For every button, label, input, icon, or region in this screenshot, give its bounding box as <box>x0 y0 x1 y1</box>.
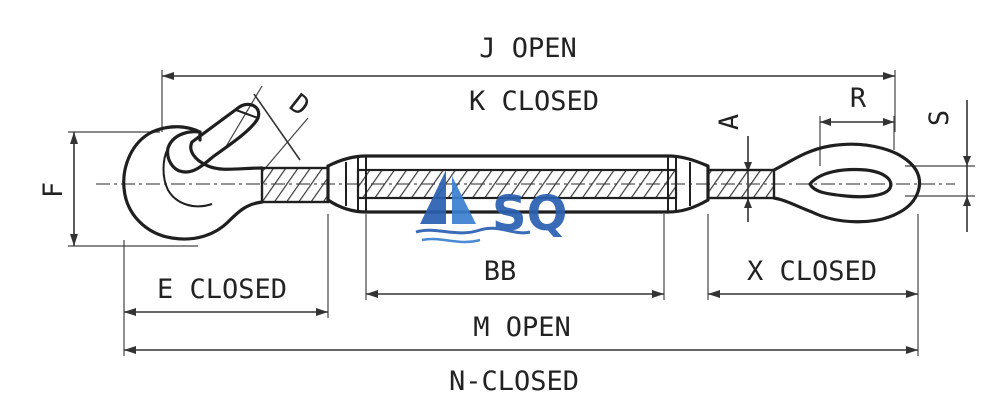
label-x-closed: X CLOSED <box>747 256 877 287</box>
eye-end <box>706 142 922 224</box>
sail-icon <box>420 170 446 224</box>
dimension-x-closed: X CLOSED <box>707 214 919 300</box>
label-j-open: J OPEN <box>479 33 577 64</box>
dimension-r: R <box>819 83 895 166</box>
dimension-f: F <box>38 131 198 247</box>
sq-logo: SQ <box>415 170 567 244</box>
dimension-a: A <box>714 114 752 222</box>
sail-icon-small <box>452 176 476 224</box>
label-bb: BB <box>484 256 517 287</box>
label-m-open: M OPEN <box>473 312 571 343</box>
wave-icon <box>415 226 531 235</box>
dimension-j-open: J OPEN <box>161 33 896 132</box>
label-r: R <box>850 83 867 114</box>
label-e-closed: E CLOSED <box>157 274 287 305</box>
turnbuckle-body <box>326 154 710 214</box>
dimension-d: D <box>223 85 315 173</box>
hook-end <box>122 102 330 241</box>
dimension-bb: BB <box>365 214 665 300</box>
label-f: F <box>38 182 69 198</box>
label-d: D <box>283 88 315 122</box>
label-n-closed: N-CLOSED <box>449 366 579 397</box>
label-a: A <box>714 114 745 130</box>
dimension-m-n: M OPEN N-CLOSED <box>123 300 919 397</box>
logo-text: SQ <box>492 186 567 242</box>
label-s: S <box>924 110 955 126</box>
dimension-s: S <box>905 100 975 232</box>
label-k-closed: K CLOSED <box>469 86 599 117</box>
dimension-e-closed: E CLOSED <box>123 214 329 318</box>
